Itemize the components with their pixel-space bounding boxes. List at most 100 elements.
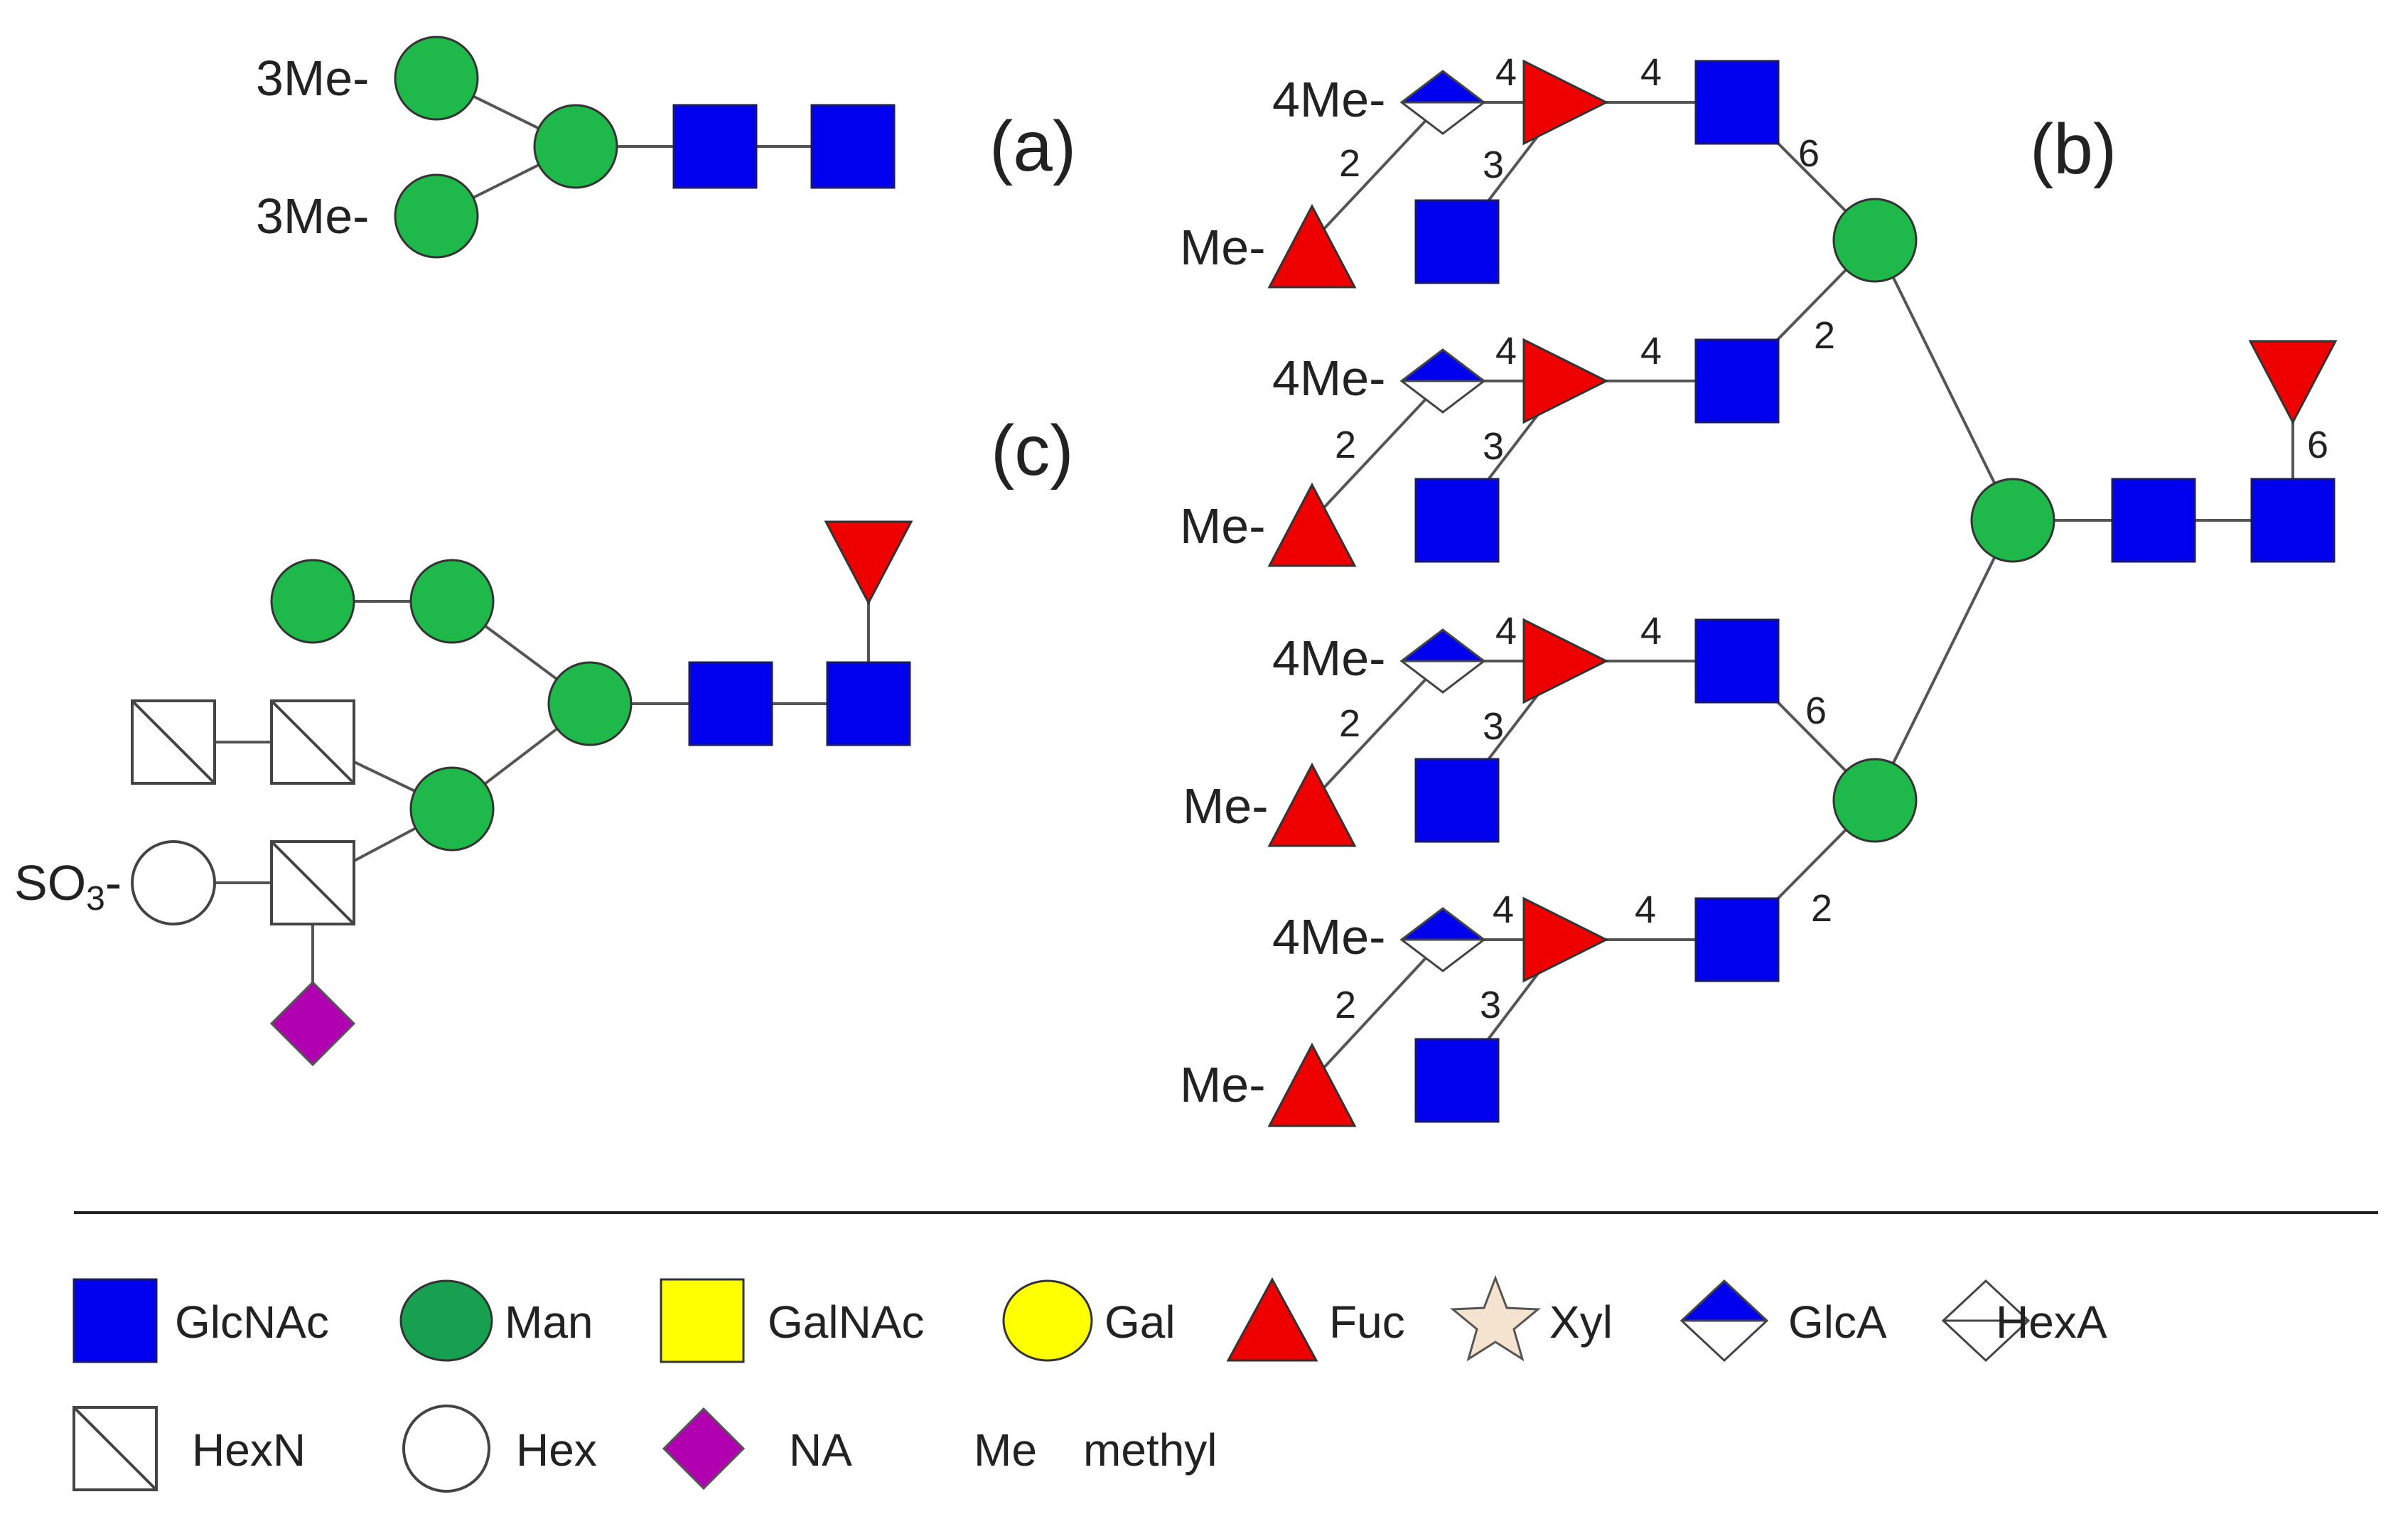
glcnac-node <box>1694 618 1780 704</box>
methyl-4-label: 4Me- <box>1272 630 1385 686</box>
linkage-4: 4 <box>1640 610 1662 653</box>
linkage-4: 4 <box>1640 330 1662 372</box>
legend-glca: GlcA <box>1788 1296 1887 1348</box>
legend-gal: Gal <box>1104 1296 1176 1348</box>
methyl-label: Me- <box>1180 498 1266 554</box>
glcnac-node <box>2250 478 2336 563</box>
structure-c: SO3- (c) <box>14 411 1074 1067</box>
fucose-node <box>1522 338 1608 424</box>
mannose-node <box>1970 478 2055 563</box>
fuc-legend-symbol <box>1226 1277 1318 1362</box>
glcnac-node <box>1694 897 1780 982</box>
mannose-node <box>409 766 495 852</box>
na-legend-symbol <box>662 1407 746 1491</box>
antenna-1: 4Me- Me- 4 4 2 3 <box>1180 51 1780 289</box>
linkage-3: 3 <box>1483 425 1504 468</box>
hexn-node <box>131 699 216 785</box>
linkage-4: 4 <box>1493 888 1514 931</box>
structure-a: 3Me- 3Me- (a) <box>256 36 1076 259</box>
glcnac-node <box>1414 758 1500 843</box>
linkage-4: 4 <box>1635 888 1656 931</box>
panel-label-c: (c) <box>991 411 1074 490</box>
methyl-4-label: 4Me- <box>1272 72 1385 127</box>
legend-me-full: methyl <box>1083 1424 1218 1476</box>
methyl-label: Me- <box>1180 1057 1266 1112</box>
linkage-2: 2 <box>1814 314 1835 357</box>
mannose-node <box>409 559 495 644</box>
sulfate-label: SO3- <box>14 855 122 918</box>
glcnac-legend-symbol <box>72 1278 158 1363</box>
mannose-node <box>1832 758 1918 843</box>
glca-node <box>1400 907 1485 972</box>
linkage-2: 2 <box>1335 424 1356 466</box>
legend-hex: Hex <box>516 1424 597 1476</box>
legend-fuc: Fuc <box>1329 1296 1405 1348</box>
legend-man: Man <box>505 1296 593 1348</box>
fucose-node <box>1268 763 1356 847</box>
mannose-node <box>547 661 633 746</box>
legend-hexn: HexN <box>192 1424 306 1476</box>
linkage-3: 3 <box>1483 705 1504 748</box>
methyl-label: Me- <box>1183 778 1269 834</box>
glcnac-node <box>1414 199 1500 284</box>
glca-node <box>1400 348 1485 414</box>
linkage-2: 2 <box>1335 984 1356 1026</box>
mannose-node <box>1832 198 1918 283</box>
glcnac-node <box>1414 478 1500 563</box>
glcnac-node <box>1694 60 1780 145</box>
legend: GlcNAc Man GalNAc Gal Fuc Xyl GlcA HexA … <box>72 1274 2107 1493</box>
hexose-node <box>131 840 216 925</box>
glcnac-node <box>672 104 758 189</box>
hexn-node <box>270 840 355 925</box>
antenna-2: 4Me- Me- 4 4 2 3 <box>1180 330 1780 567</box>
linkage-2: 2 <box>1339 142 1360 185</box>
na-node <box>269 980 356 1067</box>
antenna-3: 4Me- Me- 4 4 2 3 <box>1183 610 1780 847</box>
gal-legend-symbol <box>1002 1279 1093 1362</box>
linkage-4: 4 <box>1495 610 1517 653</box>
legend-me-abbrev: Me <box>974 1424 1037 1476</box>
glcnac-node <box>2111 478 2196 563</box>
structure-b: 6 6 2 6 2 4Me- Me- 4 4 2 3 <box>1180 51 2337 1127</box>
glca-node <box>1400 70 1485 135</box>
legend-xyl: Xyl <box>1549 1296 1613 1348</box>
fucose-node <box>1522 60 1608 145</box>
panel-label-b: (b) <box>2030 109 2117 189</box>
linkage-4: 4 <box>1495 330 1517 372</box>
galnac-legend-symbol <box>660 1278 745 1363</box>
glca-node <box>1400 628 1485 694</box>
glcnac-node <box>1694 338 1780 424</box>
hexn-legend-symbol <box>72 1406 158 1491</box>
fucose-node <box>1268 205 1356 289</box>
hexn-node <box>270 699 355 785</box>
linkage-2: 2 <box>1339 702 1360 745</box>
glcnac-node <box>810 104 896 189</box>
glca-legend-symbol <box>1679 1279 1769 1363</box>
man-legend-symbol <box>399 1279 493 1362</box>
methyl-4-label: 4Me- <box>1272 909 1385 965</box>
fucose-node <box>824 520 913 604</box>
methyl-label: Me- <box>1180 220 1266 275</box>
legend-hexa: HexA <box>1996 1296 2107 1348</box>
fucose-node <box>2249 340 2337 424</box>
panel-label-a: (a) <box>989 107 1076 186</box>
legend-galnac: GalNAc <box>768 1296 925 1348</box>
glcnac-node <box>826 661 911 746</box>
linkage-6: 6 <box>2307 424 2328 466</box>
glcnac-node <box>688 661 773 746</box>
mannose-node <box>394 36 479 121</box>
fucose-node <box>1522 618 1608 704</box>
mannose-node <box>270 559 355 644</box>
fucose-node <box>1522 897 1608 982</box>
methyl-4-label: 4Me- <box>1272 350 1385 406</box>
legend-glcnac: GlcNAc <box>175 1296 329 1348</box>
legend-na: NA <box>789 1424 852 1476</box>
mannose-node <box>533 104 618 189</box>
fucose-node <box>1268 1043 1356 1127</box>
mannose-node <box>394 173 479 259</box>
hex-legend-symbol <box>402 1405 490 1493</box>
linkage-6: 6 <box>1798 132 1820 175</box>
antenna-4: 4Me- Me- 4 4 2 3 <box>1180 888 1780 1127</box>
linkage-3: 3 <box>1483 144 1504 186</box>
